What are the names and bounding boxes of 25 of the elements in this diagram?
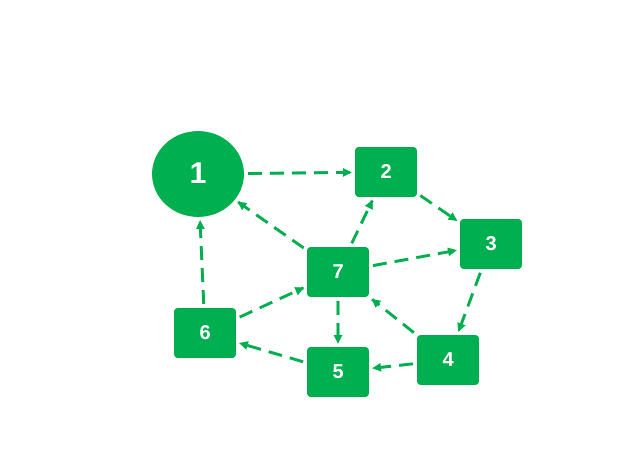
process-box [307,247,369,297]
process-box [417,335,479,385]
arrow [372,247,457,268]
node-label: 5 [332,360,344,384]
arrow [238,341,304,364]
node-label: 6 [199,322,211,344]
node-label: 1 [190,157,206,191]
arrow [350,200,374,244]
arrow [372,362,414,372]
arrow [248,168,352,177]
arrow [371,298,415,334]
arrow [457,272,482,332]
process-box [307,347,369,397]
arrow [419,194,458,222]
process-box [355,147,417,197]
process-box [174,308,236,358]
node-label: 3 [485,232,497,256]
node-label: 7 [332,260,344,284]
arrow [334,301,342,344]
arrow [196,220,206,304]
arrow [239,286,304,318]
process-box [460,219,522,269]
node-label: 2 [380,160,392,184]
node-label: 4 [442,348,454,372]
arrow [237,200,305,250]
